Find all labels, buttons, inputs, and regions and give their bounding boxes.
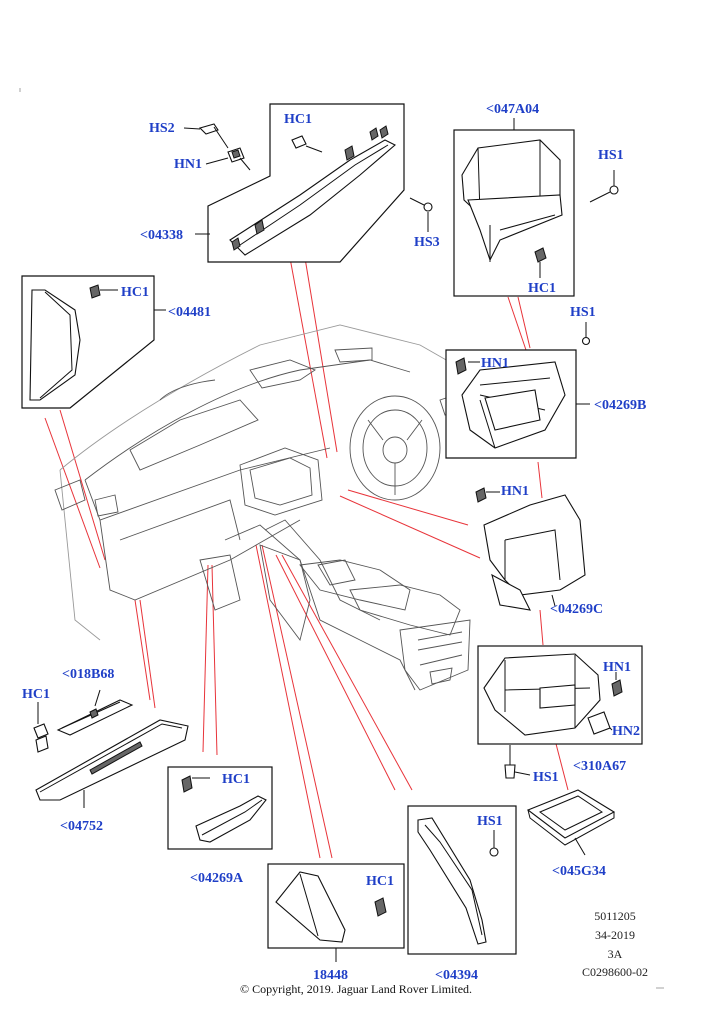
- reference-line-3: 3A: [608, 947, 623, 961]
- box-047A04: [453, 118, 575, 297]
- hs3-screw: [409, 197, 433, 232]
- label-hn1-04269C: HN1: [501, 484, 529, 499]
- part-labels: HS2 HN1 HC1 <04338 HS3 <047A04 HS1 HC1 H…: [22, 102, 646, 983]
- label-hs2: HS2: [149, 121, 175, 136]
- reference-line-1: 5011205: [594, 909, 636, 923]
- tray-045G34: [526, 789, 616, 856]
- hn1-clip: [205, 147, 251, 171]
- box-04394: [407, 805, 517, 955]
- hs1-screw-04269B: [581, 322, 591, 346]
- part-018B68: [56, 689, 134, 736]
- box-04269B: [445, 349, 590, 459]
- box-04338: [195, 103, 405, 263]
- label-310A67: <310A67: [573, 759, 626, 774]
- label-045G34: <045G34: [552, 864, 606, 879]
- copyright-notice: © Copyright, 2019. Jaguar Land Rover Lim…: [240, 982, 472, 996]
- hs2-screw: [183, 123, 229, 149]
- label-hs1-310: HS1: [533, 770, 559, 785]
- label-hn2-310: HN2: [612, 724, 640, 739]
- dashboard-assembly: [54, 324, 471, 691]
- label-hc1-047A04: HC1: [528, 281, 556, 296]
- label-hn1-04269B: HN1: [481, 356, 509, 371]
- label-hs1-topright: HS1: [598, 148, 624, 163]
- label-04269B: <04269B: [594, 398, 646, 413]
- label-18448: 18448: [313, 968, 348, 983]
- label-04481: <04481: [168, 305, 211, 320]
- label-hc1-04269A: HC1: [222, 772, 250, 787]
- label-hc1-04481: HC1: [121, 285, 149, 300]
- label-04338: <04338: [140, 228, 183, 243]
- label-hn1-310: HN1: [603, 660, 631, 675]
- hs1-screw-topright: [589, 170, 619, 203]
- label-018B68: <018B68: [62, 667, 114, 682]
- label-hn1-top: HN1: [174, 157, 202, 172]
- hs1-bolt-310: [504, 745, 531, 779]
- panel-04752: [35, 719, 189, 808]
- label-04269A: <04269A: [190, 871, 244, 886]
- bracket-04269C: [475, 487, 586, 611]
- hc1-clip-left: [33, 702, 49, 753]
- label-04752: <04752: [60, 819, 103, 834]
- reference-line-2: 34-2019: [595, 928, 635, 942]
- label-hc1-left: HC1: [22, 687, 50, 702]
- label-hc1-04338: HC1: [284, 112, 312, 127]
- box-04481: [21, 275, 166, 409]
- label-04394: <04394: [435, 968, 478, 983]
- reference-line-4: C0298600-02: [582, 965, 648, 979]
- label-hs1-04269B: HS1: [570, 305, 596, 320]
- box-04269A: [167, 766, 273, 850]
- label-hc1-18448: HC1: [366, 874, 394, 889]
- reference-block: 5011205 34-2019 3A C0298600-02: [582, 909, 648, 979]
- label-hs1-04394: HS1: [477, 814, 503, 829]
- label-hs3: HS3: [414, 235, 440, 250]
- label-04269C: <04269C: [550, 602, 603, 617]
- box-310A67: [477, 645, 643, 745]
- box-18448: [267, 863, 405, 962]
- label-047A04: <047A04: [486, 102, 539, 117]
